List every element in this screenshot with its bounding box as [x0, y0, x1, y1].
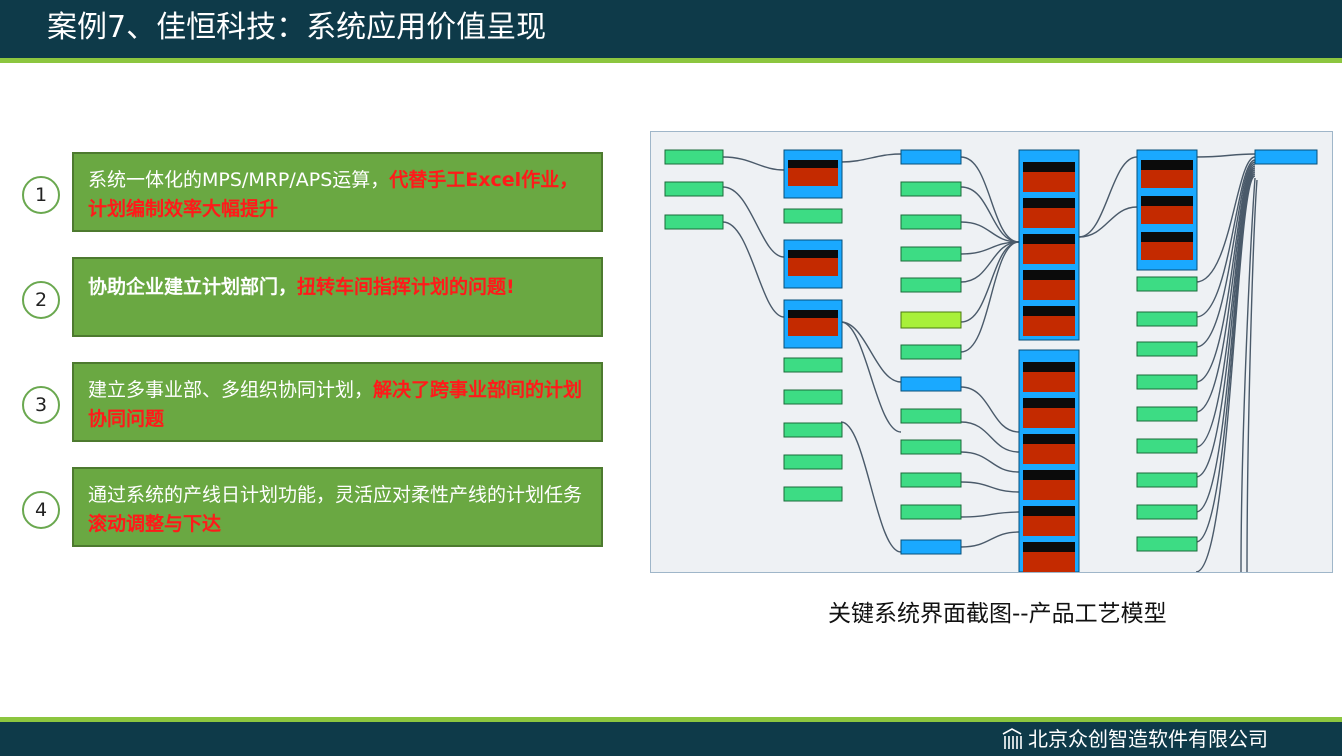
point-3: 3 建立多事业部、多组织协同计划，解决了跨事业部间的计划协同问题 — [22, 362, 607, 446]
fourth-column-stack — [1018, 149, 1080, 572]
point-text-3: 建立多事业部、多组织协同计划， — [88, 379, 374, 401]
header-bar: 案例7、佳恒科技：系统应用价值呈现 — [0, 0, 1342, 58]
point-number-4: 4 — [22, 491, 60, 529]
point-text-4: 通过系统的产线日计划功能，灵活应对柔性产线的计划任务 — [88, 484, 583, 506]
third-column-nodes — [900, 149, 962, 555]
point-highlight-1: 代替手工Excel作业，计划编制效率大幅提升 — [88, 169, 579, 220]
point-1: 1 系统一体化的MPS/MRP/APS运算，代替手工Excel作业，计划编制效率… — [22, 152, 607, 236]
point-box-2: 协助企业建立计划部门，扭转车间指挥计划的问题! — [72, 257, 603, 337]
point-highlight-4: 滚动调整与下达 — [88, 513, 222, 535]
point-text-1: 系统一体化的MPS/MRP/APS运算， — [88, 169, 390, 191]
point-highlight-2: 扭转车间指挥计划的问题! — [297, 276, 515, 298]
point-box-1: 系统一体化的MPS/MRP/APS运算，代替手工Excel作业，计划编制效率大幅… — [72, 152, 603, 232]
point-number-3: 3 — [22, 386, 60, 424]
fifth-column-nodes — [1136, 149, 1198, 552]
first-column-nodes — [664, 149, 724, 230]
process-model-screenshot — [650, 131, 1333, 573]
point-number-1: 1 — [22, 176, 60, 214]
point-2: 2 协助企业建立计划部门，扭转车间指挥计划的问题! — [22, 257, 607, 341]
screenshot-caption: 关键系统界面截图--产品工艺模型 — [828, 601, 1167, 627]
process-flow-diagram — [664, 149, 1318, 572]
point-number-2: 2 — [22, 281, 60, 319]
footer-bar: 北京众创智造软件有限公司 — [0, 722, 1342, 756]
point-4: 4 通过系统的产线日计划功能，灵活应对柔性产线的计划任务滚动调整与下达 — [22, 467, 607, 551]
point-highlight-3: 解决了跨事业部间的计划协同问题 — [88, 379, 583, 430]
second-column-groups — [783, 149, 843, 502]
footer-accent-line — [0, 717, 1342, 722]
header-accent-line — [0, 58, 1342, 63]
company-name: 北京众创智造软件有限公司 — [1028, 727, 1268, 751]
company-logo-icon — [1002, 728, 1022, 749]
final-product-node — [1254, 149, 1318, 165]
point-box-4: 通过系统的产线日计划功能，灵活应对柔性产线的计划任务滚动调整与下达 — [72, 467, 603, 547]
slide-title: 案例7、佳恒科技：系统应用价值呈现 — [47, 10, 547, 45]
point-text-2: 协助企业建立计划部门， — [88, 276, 298, 298]
flow-connectors — [722, 153, 1258, 572]
point-box-3: 建立多事业部、多组织协同计划，解决了跨事业部间的计划协同问题 — [72, 362, 603, 442]
